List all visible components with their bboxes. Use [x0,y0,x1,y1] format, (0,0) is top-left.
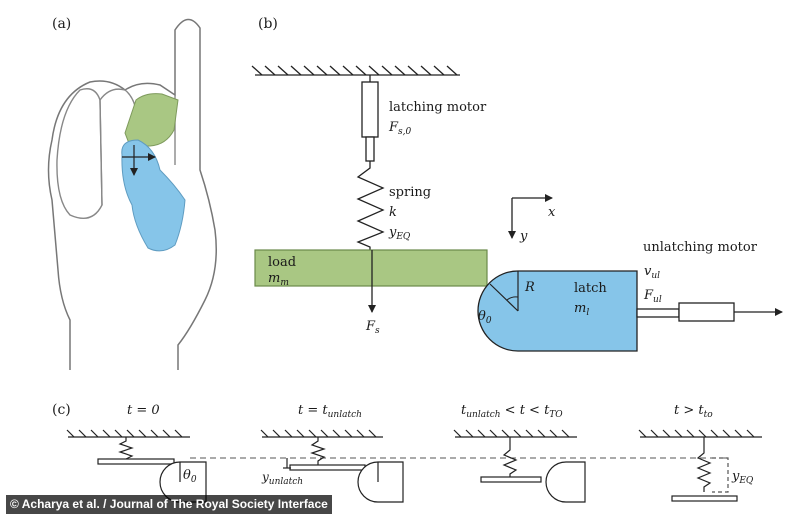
R-label: R [524,280,535,295]
unlatching-motor-label: unlatching motor [643,240,758,255]
load-block [254,249,488,287]
c-yeq-label: yEQ [731,469,754,486]
frame-1 [66,429,207,503]
panel-c-label: (c) [52,402,71,418]
axis-y-label: y [519,229,528,244]
frame-3 [453,429,586,503]
latching-motor-label: latching motor [389,100,487,115]
latch-label: latch [574,281,607,296]
c-time-1: t = 0 [127,403,160,418]
c-time-3: tunlatch < t < tTO [461,403,563,420]
latch-block [477,270,638,352]
latch-angle-line [489,283,519,312]
k-label: k [389,205,397,220]
latching-motor [361,75,379,162]
c-time-2: t = tunlatch [298,403,362,420]
panel-b-label: (b) [258,16,278,32]
frame-4 [638,429,762,502]
c-time-4: t > tto [674,403,713,420]
c-yunlatch-label: yunlatch [261,470,303,487]
mm-label: mm [268,271,289,288]
c-theta0-label: θ0 [183,468,197,485]
theta-arc [506,296,519,301]
unlatching-motor [636,302,735,322]
spring-b [356,161,385,250]
spring-label: spring [389,185,431,200]
fs0-label: Fs,0 [388,120,412,137]
thumb-region-green [124,93,179,147]
axis-x-label: x [548,205,556,220]
finger-region-blue [121,139,186,252]
theta0-label-b: θ0 [478,309,492,326]
vul-label: vul [644,264,660,281]
ceiling-ground-b [251,65,460,76]
frame-2 [260,429,404,503]
load-label: load [268,255,296,270]
hand-direction-arrows [122,145,156,176]
ful-label: Ful [643,288,662,305]
fs-label: Fs [365,319,380,336]
image-credit: © Acharya et al. / Journal of The Royal … [6,495,332,514]
coordinate-axes [508,194,553,239]
yeq-label: yEQ [388,225,411,242]
panel-a-label: (a) [52,16,71,32]
ml-label: ml [574,301,589,318]
